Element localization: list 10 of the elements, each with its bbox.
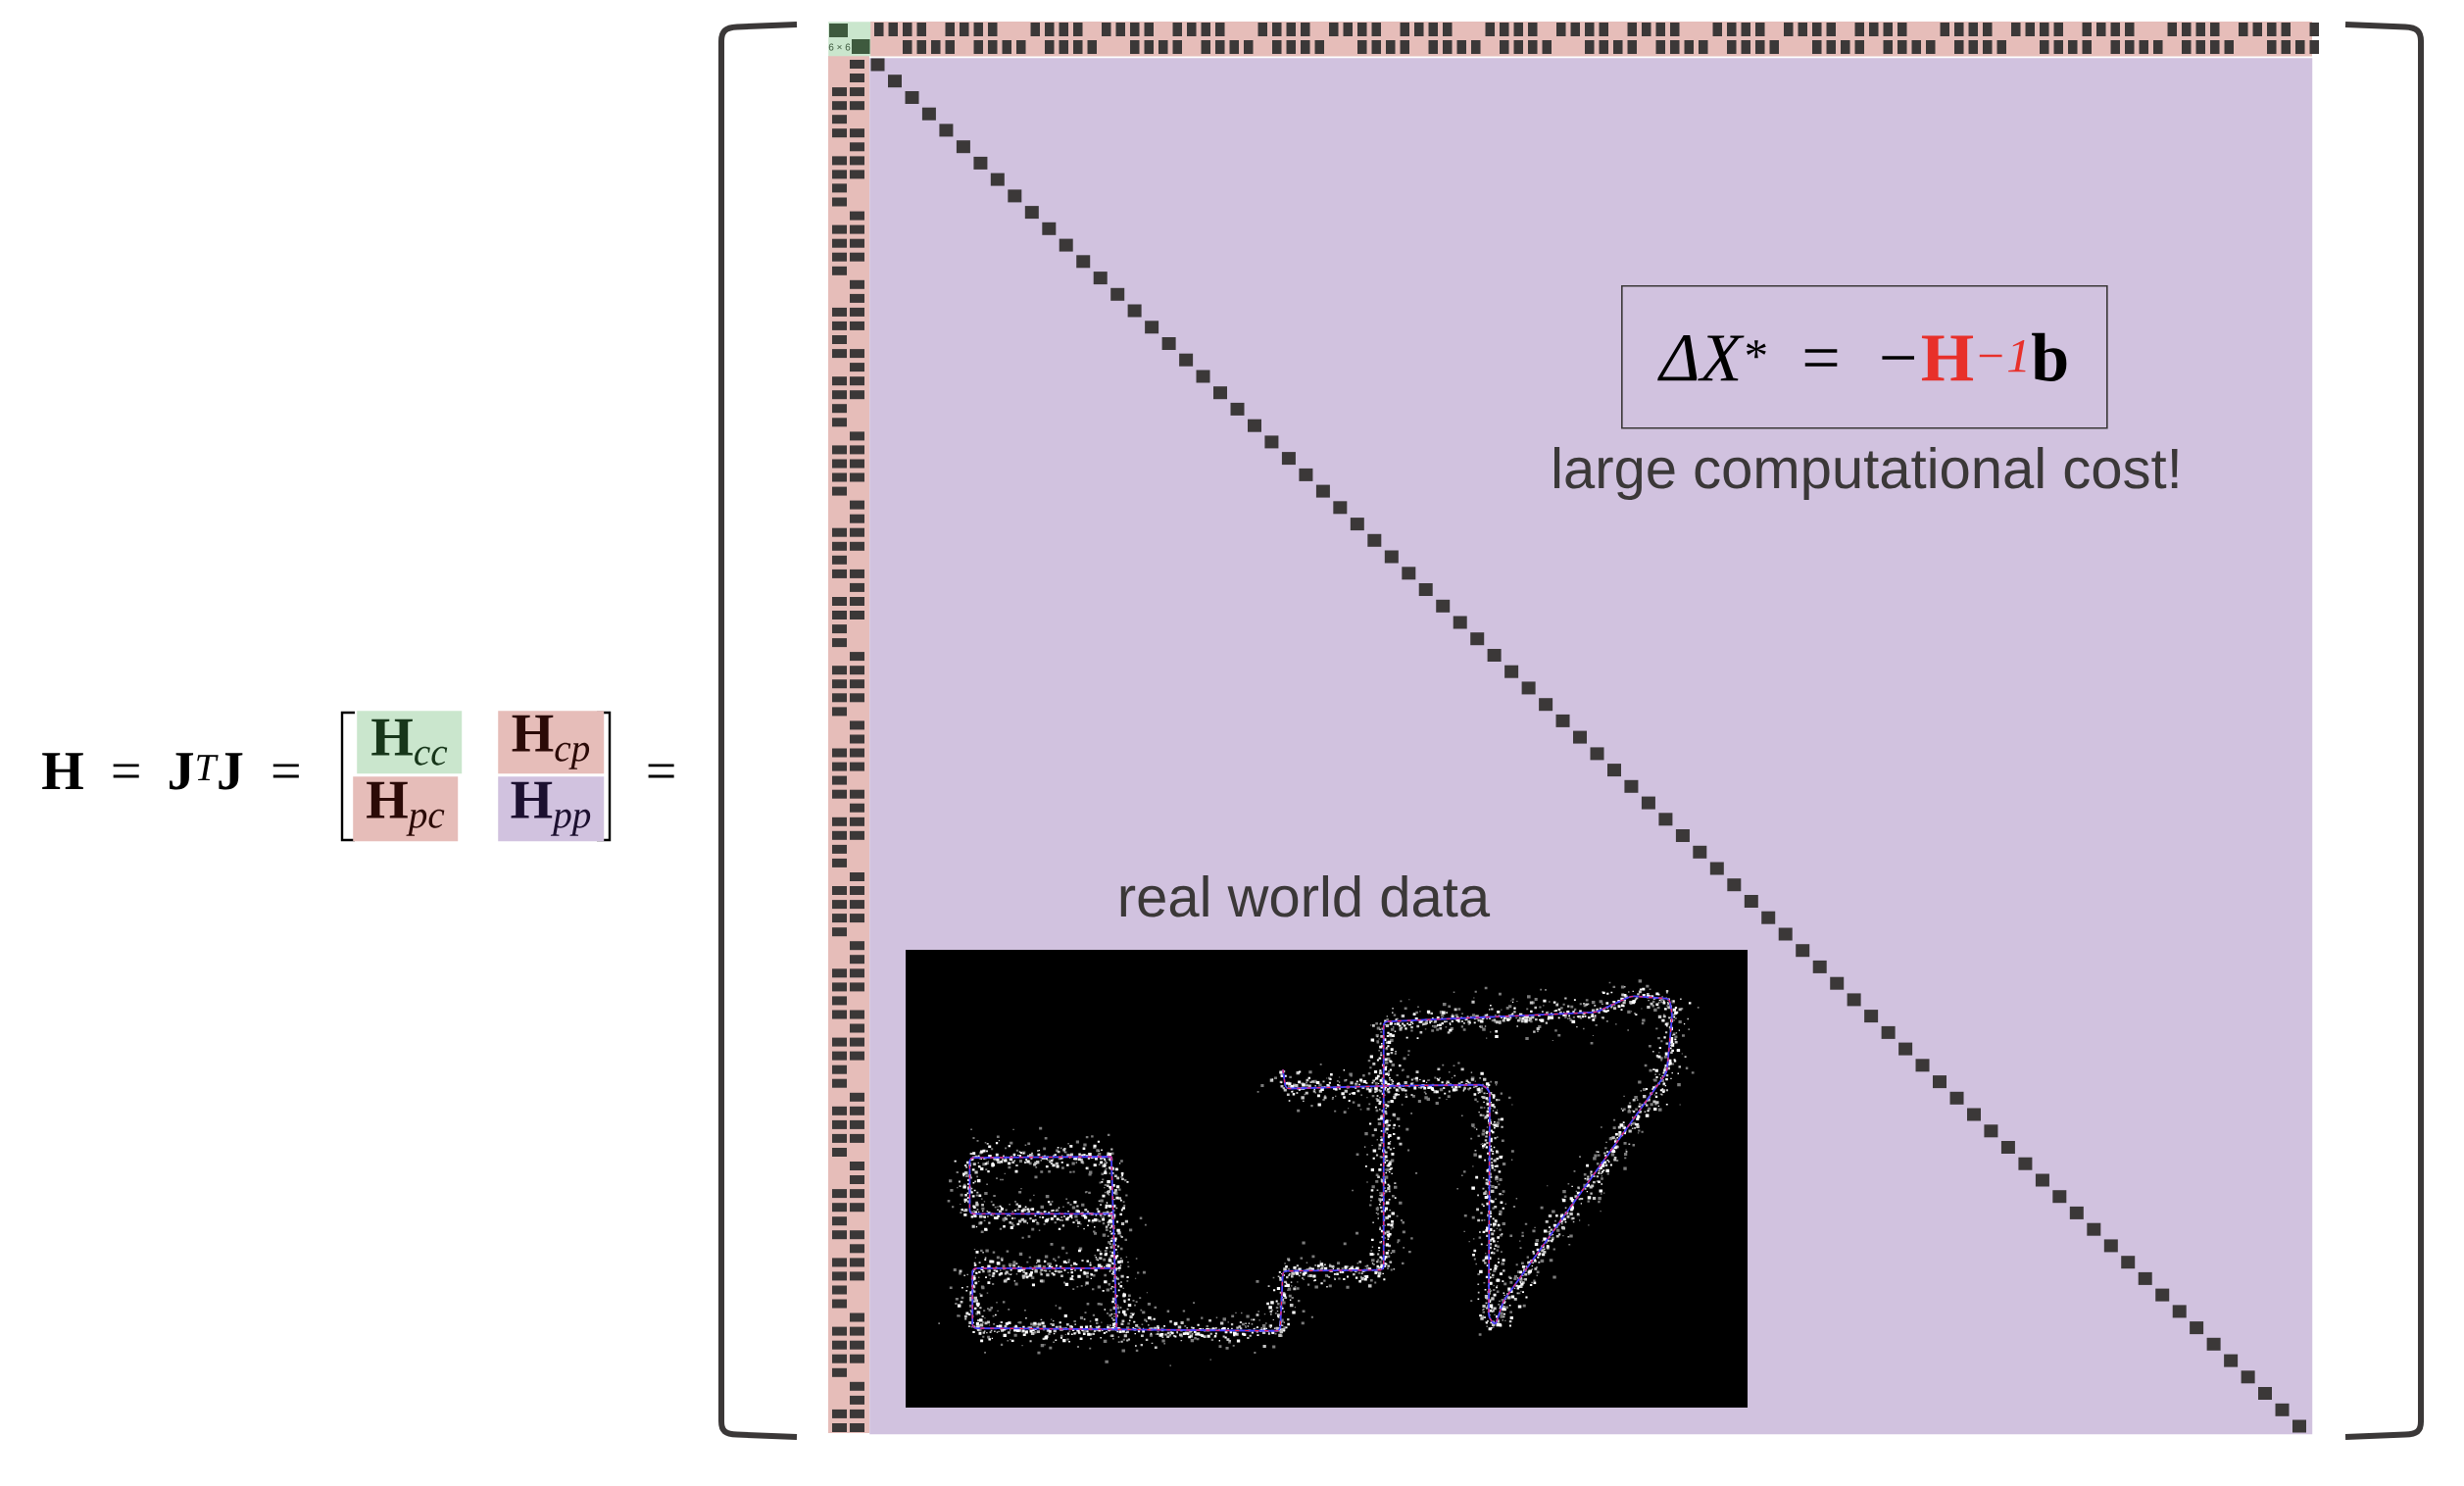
formula-label: large computational cost! (1554, 446, 2178, 501)
matrix-cell: H$_{pp}$ (498, 776, 605, 842)
matrix-cell: H$_{cp}$ (498, 711, 605, 774)
size-text: 6 × 6 (828, 43, 851, 51)
equation: H = J$^{T}$J = (42, 753, 299, 790)
formula-box: ΔX$^{*}$ = −H$^{−1}$b (1621, 285, 2108, 429)
equals-sign: = (648, 764, 674, 778)
matrix-cell: H$_{cc}$ (357, 711, 463, 774)
matrix-cell: H$_{pc}$ (353, 776, 459, 842)
block-label: real world data (1120, 874, 1491, 917)
